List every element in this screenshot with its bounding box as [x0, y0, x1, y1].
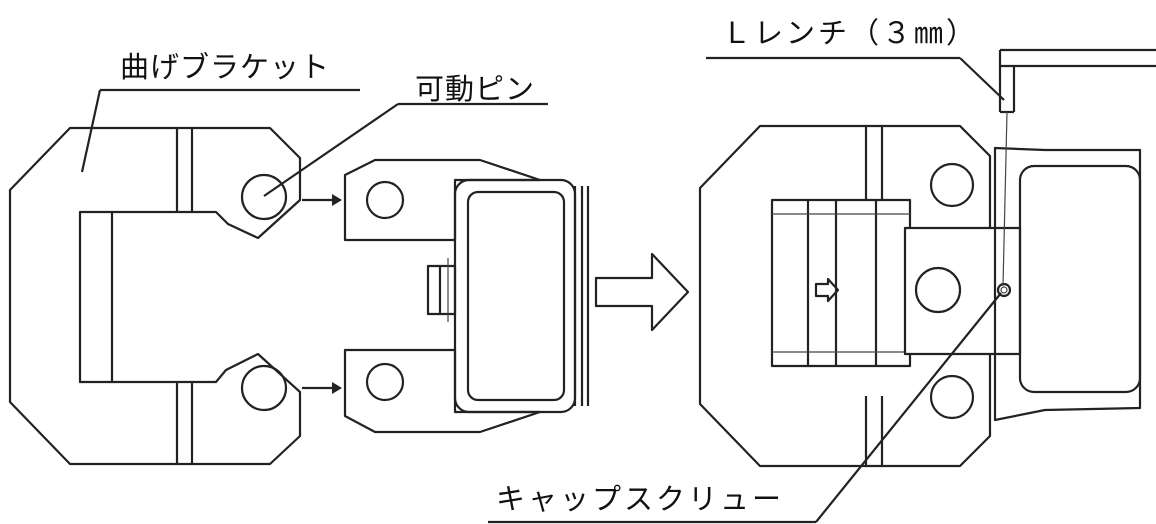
movable-pin-bottom	[240, 364, 288, 412]
small-arrow-icon	[302, 194, 342, 394]
l-wrench	[998, 48, 1156, 287]
movable-pin-top	[240, 173, 288, 221]
label-bent-bracket: 曲げブラケット	[120, 50, 331, 84]
label-movable-pin: 可動ピン	[415, 72, 536, 106]
label-l-wrench: Ｌレンチ（３㎜）	[722, 16, 979, 50]
bent-bracket-right	[698, 124, 992, 468]
movable-unit-right	[770, 146, 1142, 422]
label-cap-screw: キャップスクリュー	[496, 482, 785, 516]
bent-bracket-left	[8, 126, 302, 466]
arrow-right-icon	[594, 252, 690, 332]
movable-unit-left	[343, 158, 590, 434]
leader-lines	[80, 56, 1005, 524]
